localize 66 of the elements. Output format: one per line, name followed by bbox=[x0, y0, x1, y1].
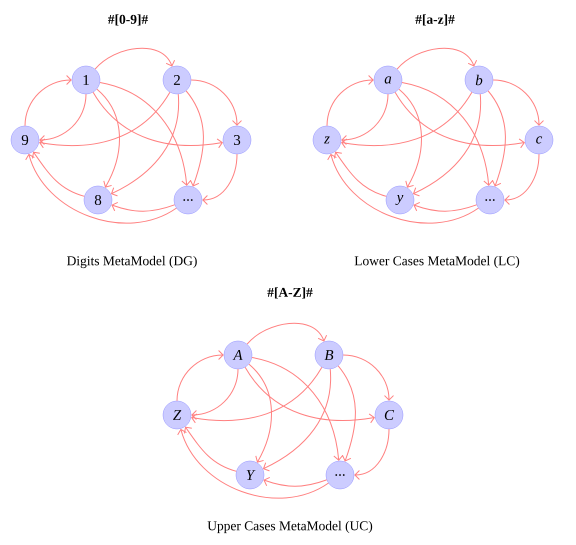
arrow bbox=[94, 48, 176, 70]
graph-node: 8 bbox=[84, 186, 112, 214]
arrow bbox=[396, 48, 478, 70]
arrow bbox=[398, 88, 422, 188]
arrow bbox=[246, 322, 328, 345]
arrow bbox=[186, 90, 204, 187]
arrow bbox=[326, 75, 374, 126]
graph-node: ... bbox=[476, 186, 504, 214]
arrow bbox=[338, 365, 356, 462]
graph-node: z bbox=[312, 126, 342, 154]
arrow bbox=[492, 79, 544, 126]
graph-node: y bbox=[386, 186, 414, 214]
arrow bbox=[252, 356, 344, 461]
arrow bbox=[96, 88, 120, 188]
arrow bbox=[100, 82, 192, 186]
graph-node: a bbox=[374, 66, 402, 94]
arrow bbox=[504, 154, 540, 205]
graph-node: ... bbox=[326, 460, 354, 490]
arrow bbox=[111, 202, 176, 212]
arrow bbox=[488, 90, 506, 187]
arrow bbox=[38, 92, 170, 148]
arrow bbox=[334, 152, 387, 197]
arrow bbox=[24, 75, 72, 126]
arrow bbox=[402, 82, 494, 186]
caption: Upper Cases MetaModel (UC) bbox=[208, 520, 372, 534]
arrow bbox=[110, 94, 180, 196]
arrow bbox=[341, 94, 388, 145]
arrow bbox=[413, 202, 478, 212]
graph-node: b bbox=[464, 66, 494, 94]
arrow bbox=[190, 79, 242, 126]
arrow bbox=[412, 94, 482, 196]
graph-node: c bbox=[524, 126, 554, 154]
graph-node: Y bbox=[236, 460, 264, 490]
graph-node: 9 bbox=[10, 126, 40, 154]
caption: Lower Cases MetaModel (LC) bbox=[354, 256, 520, 268]
arrow bbox=[262, 368, 332, 472]
graph-title: #[a-z]# bbox=[415, 14, 455, 26]
graph-title: #[A-Z]# bbox=[267, 287, 313, 299]
caption: Digits MetaModel (DG) bbox=[67, 256, 197, 268]
arrow bbox=[39, 94, 86, 145]
arrow bbox=[202, 154, 238, 205]
graph-node: B bbox=[314, 340, 344, 370]
graph-title: #[0-9]# bbox=[108, 14, 148, 26]
arrow bbox=[244, 366, 376, 424]
arrow bbox=[327, 154, 479, 224]
arrow bbox=[248, 364, 272, 463]
graph-node: 2 bbox=[162, 66, 192, 94]
arrow bbox=[354, 428, 390, 480]
arrow bbox=[32, 152, 85, 197]
arrow bbox=[184, 426, 237, 472]
arrow bbox=[25, 154, 177, 224]
graph-node: 3 bbox=[222, 126, 252, 154]
arrow bbox=[342, 354, 394, 401]
graph-node: C bbox=[374, 400, 404, 430]
arrow bbox=[191, 368, 238, 420]
graph-node: Z bbox=[162, 400, 192, 430]
arrow bbox=[190, 366, 322, 424]
graph-node: ... bbox=[174, 186, 202, 214]
arrow bbox=[177, 428, 329, 498]
arrow bbox=[92, 92, 224, 148]
graph-node: 1 bbox=[72, 66, 100, 94]
arrow bbox=[263, 476, 328, 487]
arrow bbox=[176, 350, 224, 402]
arrow bbox=[394, 92, 526, 148]
graph-node: A bbox=[224, 340, 252, 370]
arrow bbox=[340, 92, 472, 148]
